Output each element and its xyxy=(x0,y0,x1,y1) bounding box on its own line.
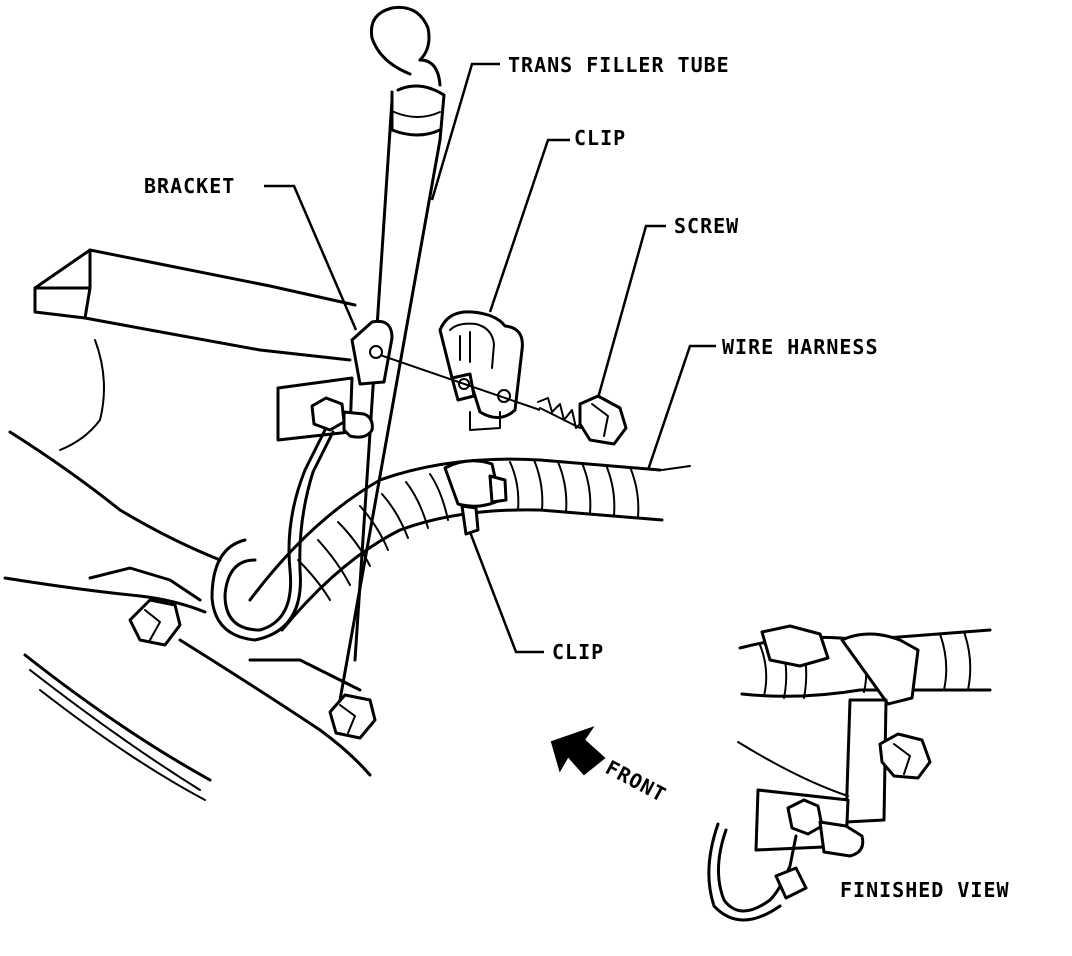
front-arrow-icon xyxy=(550,726,606,776)
screw xyxy=(537,394,628,446)
wire-harness xyxy=(248,457,691,632)
label-front: FRONT xyxy=(602,755,671,807)
label-finished-view: FINISHED VIEW xyxy=(840,878,1010,902)
finished-view-inset xyxy=(707,624,992,922)
leader-lines xyxy=(264,62,716,654)
label-wire-harness: WIRE HARNESS xyxy=(722,335,879,359)
transmission-case xyxy=(3,248,377,801)
label-clip-top: CLIP xyxy=(574,126,626,150)
label-clip-bottom: CLIP xyxy=(552,640,604,664)
label-trans-filler-tube: TRANS FILLER TUBE xyxy=(508,53,730,77)
ground-wire xyxy=(210,428,335,642)
label-bracket: BRACKET xyxy=(144,174,235,198)
label-screw: SCREW xyxy=(674,214,739,238)
upper-clip xyxy=(438,310,524,431)
case-bolt-lower xyxy=(328,693,377,740)
alignment-line xyxy=(379,354,541,411)
bracket-nut xyxy=(310,396,374,439)
harness-clip xyxy=(443,459,508,536)
case-bolt-left xyxy=(128,598,182,647)
